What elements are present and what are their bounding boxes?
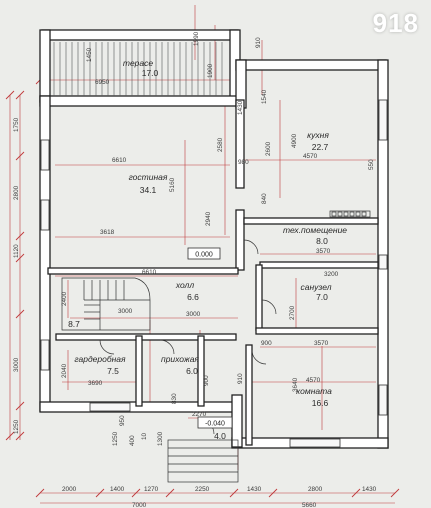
level-zero-text: 0.000 [195,252,213,259]
dim-wc-width: 3200 [324,271,339,278]
dim-wardrobe-width: 3690 [88,380,103,387]
dim-top-910: 910 [255,37,262,48]
room-bedroom: комната 16.6 [296,386,332,408]
room-kitchen-name: кухня [307,130,329,140]
room-hall-name: холл [175,280,194,290]
dim-door-900: 900 [261,340,272,347]
dimension-lines [5,5,400,504]
room-stair-area: 8.7 [68,319,80,329]
room-tech-name: тех.помещение [283,225,347,235]
dim-bottom-2250: 2250 [195,486,210,493]
dim-kitchen-height: 4900 [291,133,298,148]
dim-room-width: 3570 [314,340,329,347]
dim-400: 400 [129,435,136,446]
room-hall: холл 6.6 [175,280,199,302]
dim-left-2800: 2800 [13,185,20,200]
dim-bottom-1270: 1270 [144,486,159,493]
room-hall-area: 6.6 [187,292,199,302]
dim-bottom-1400: 1400 [110,486,125,493]
dim-980: 980 [238,159,249,166]
entrance-steps [167,439,239,483]
room-porch-area: 4.0 [214,431,226,441]
room-bathroom-name: санузел [301,282,332,292]
staircase [61,277,151,331]
dim-left-1250: 1250 [13,419,20,434]
dim-hall-a: 3000 [118,308,133,315]
terrace-deck [53,42,223,96]
dim-840: 840 [261,193,268,204]
room-terrace: терасе 17.0 [123,58,159,78]
dim-bottom-2000: 2000 [62,486,77,493]
room-living: гостиная 34.1 [129,172,168,195]
room-tech: тех.помещение 8.0 [283,225,347,246]
level-entry-text: -0.040 [205,421,225,428]
dim-bottom-1430: 1430 [247,486,262,493]
dim-910: 910 [237,373,244,384]
dim-left-2400: 2400 [61,291,68,306]
dim-1540: 1540 [261,89,268,104]
dim-900: 900 [203,375,210,386]
room-tech-area: 8.0 [316,236,328,246]
walls [39,29,389,449]
dim-entry-width: 2270 [192,411,207,418]
dim-living-height: 5160 [169,177,176,192]
room-bathroom: санузел 7.0 [301,282,332,302]
dim-bottom-2800: 2800 [308,486,323,493]
dim-room-height: 3640 [292,377,299,392]
dim-left-1120: 1120 [13,244,20,258]
dim-left-1750: 1750 [13,117,20,132]
dim-1900: 1900 [207,63,214,78]
dim-top-1990: 1990 [193,31,200,46]
dim-wc-height: 2700 [289,305,296,320]
room-terrace-area: 17.0 [142,68,159,78]
dim-terrace-width: 6950 [95,79,110,86]
dim-hall-width: 6610 [142,269,157,276]
dim-1430: 1430 [237,100,244,115]
room-wardrobe-area: 7.5 [107,366,119,376]
dimension-labels: 6950 1450 6610 5160 3618 4570 4900 2600 … [13,31,377,508]
dim-bottom-5660: 5660 [302,502,317,508]
room-kitchen: кухня 22.7 [307,130,329,152]
room-entry-area: 6.0 [186,366,198,376]
dim-950: 950 [119,415,126,426]
dim-living-a: 3618 [100,229,115,236]
room-bedroom-area: 16.6 [312,398,329,408]
room-living-area: 34.1 [140,185,157,195]
room-entry-name: прихожая [161,354,199,364]
watermark-number: 918 [372,8,419,38]
dim-left-3000: 3000 [13,357,20,372]
room-living-name: гостиная [129,172,168,182]
level-marker-entry: -0.040 [197,416,233,429]
dim-hall-b: 3000 [186,311,201,318]
room-wardrobe-name: гардеробная [74,354,126,364]
dim-830: 830 [171,393,178,404]
dim-tech-width: 3570 [316,248,331,255]
level-marker-zero: 0.000 [187,247,221,260]
dim-bottom-1430b: 1430 [362,486,377,493]
dim-terrace-height: 1450 [86,47,93,62]
room-stair: 8.7 [68,319,80,329]
dim-living-width: 6610 [112,157,127,164]
room-terrace-name: терасе [123,58,154,68]
room-bedroom-name: комната [296,386,332,396]
dim-kitchen-width: 4570 [303,153,318,160]
dim-kitchen-a: 2600 [265,141,272,156]
dim-10: 10 [141,432,148,440]
room-entry: прихожая 6.0 [161,354,199,376]
dim-1250b: 1250 [112,431,119,446]
room-kitchen-area: 22.7 [312,142,329,152]
dim-1300: 1300 [157,431,164,446]
dim-2580: 2580 [217,137,224,152]
dim-room-b: 4570 [306,377,321,384]
dim-bottom-7000: 7000 [132,502,147,508]
dim-550: 550 [368,159,375,170]
dim-2940: 2940 [205,211,212,226]
room-wardrobe: гардеробная 7.5 [74,354,126,376]
room-bathroom-area: 7.0 [316,292,328,302]
room-porch: 4.0 [214,431,226,441]
dim-wardrobe-height: 2040 [61,363,68,378]
